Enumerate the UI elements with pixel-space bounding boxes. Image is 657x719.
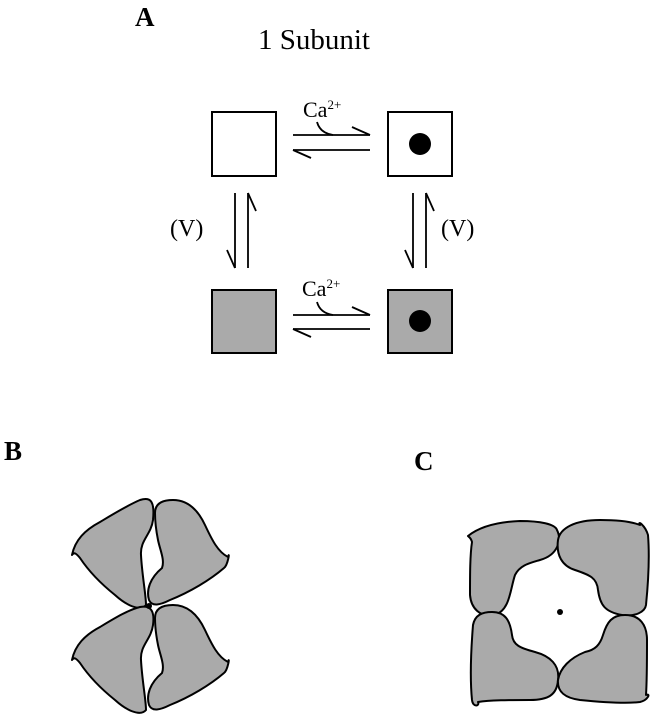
ca-label-top: Ca2+ [303,97,341,122]
panel-label-c: C [414,446,434,476]
equilibrium-arrow-top [292,121,371,159]
subunit-b-top-left [71,498,155,609]
ca-label-bottom: Ca2+ [302,276,340,301]
panel-label-a: A [135,2,155,32]
voltage-label-left: (V) [170,216,203,242]
equilibrium-arrow-bottom [292,301,371,338]
state-activated-unbound [211,289,277,354]
panel-label-b: B [4,436,23,466]
panel-c-tetramer [467,519,650,707]
panel-a-title: 1 Subunit [258,24,370,56]
subunit-c-top-left [467,520,560,617]
state-closed-unbound [211,111,277,177]
subunit-b-bottom-left [71,605,155,714]
panel-b-tetramer [71,498,230,714]
subunit-c-bottom-left [469,611,560,707]
voltage-label-right: (V) [441,216,474,242]
equilibrium-arrow-left [226,192,257,269]
subunit-c-top-right [556,519,650,617]
subunit-b-bottom-right [147,604,230,711]
calcium-dot-top [409,133,431,155]
calcium-dot-bottom [409,310,431,332]
pore-dot-b [146,603,152,609]
subunit-b-top-right [147,499,230,606]
pore-dot-c [557,609,563,615]
equilibrium-arrow-right [404,192,435,269]
subunit-c-bottom-right [556,614,650,704]
